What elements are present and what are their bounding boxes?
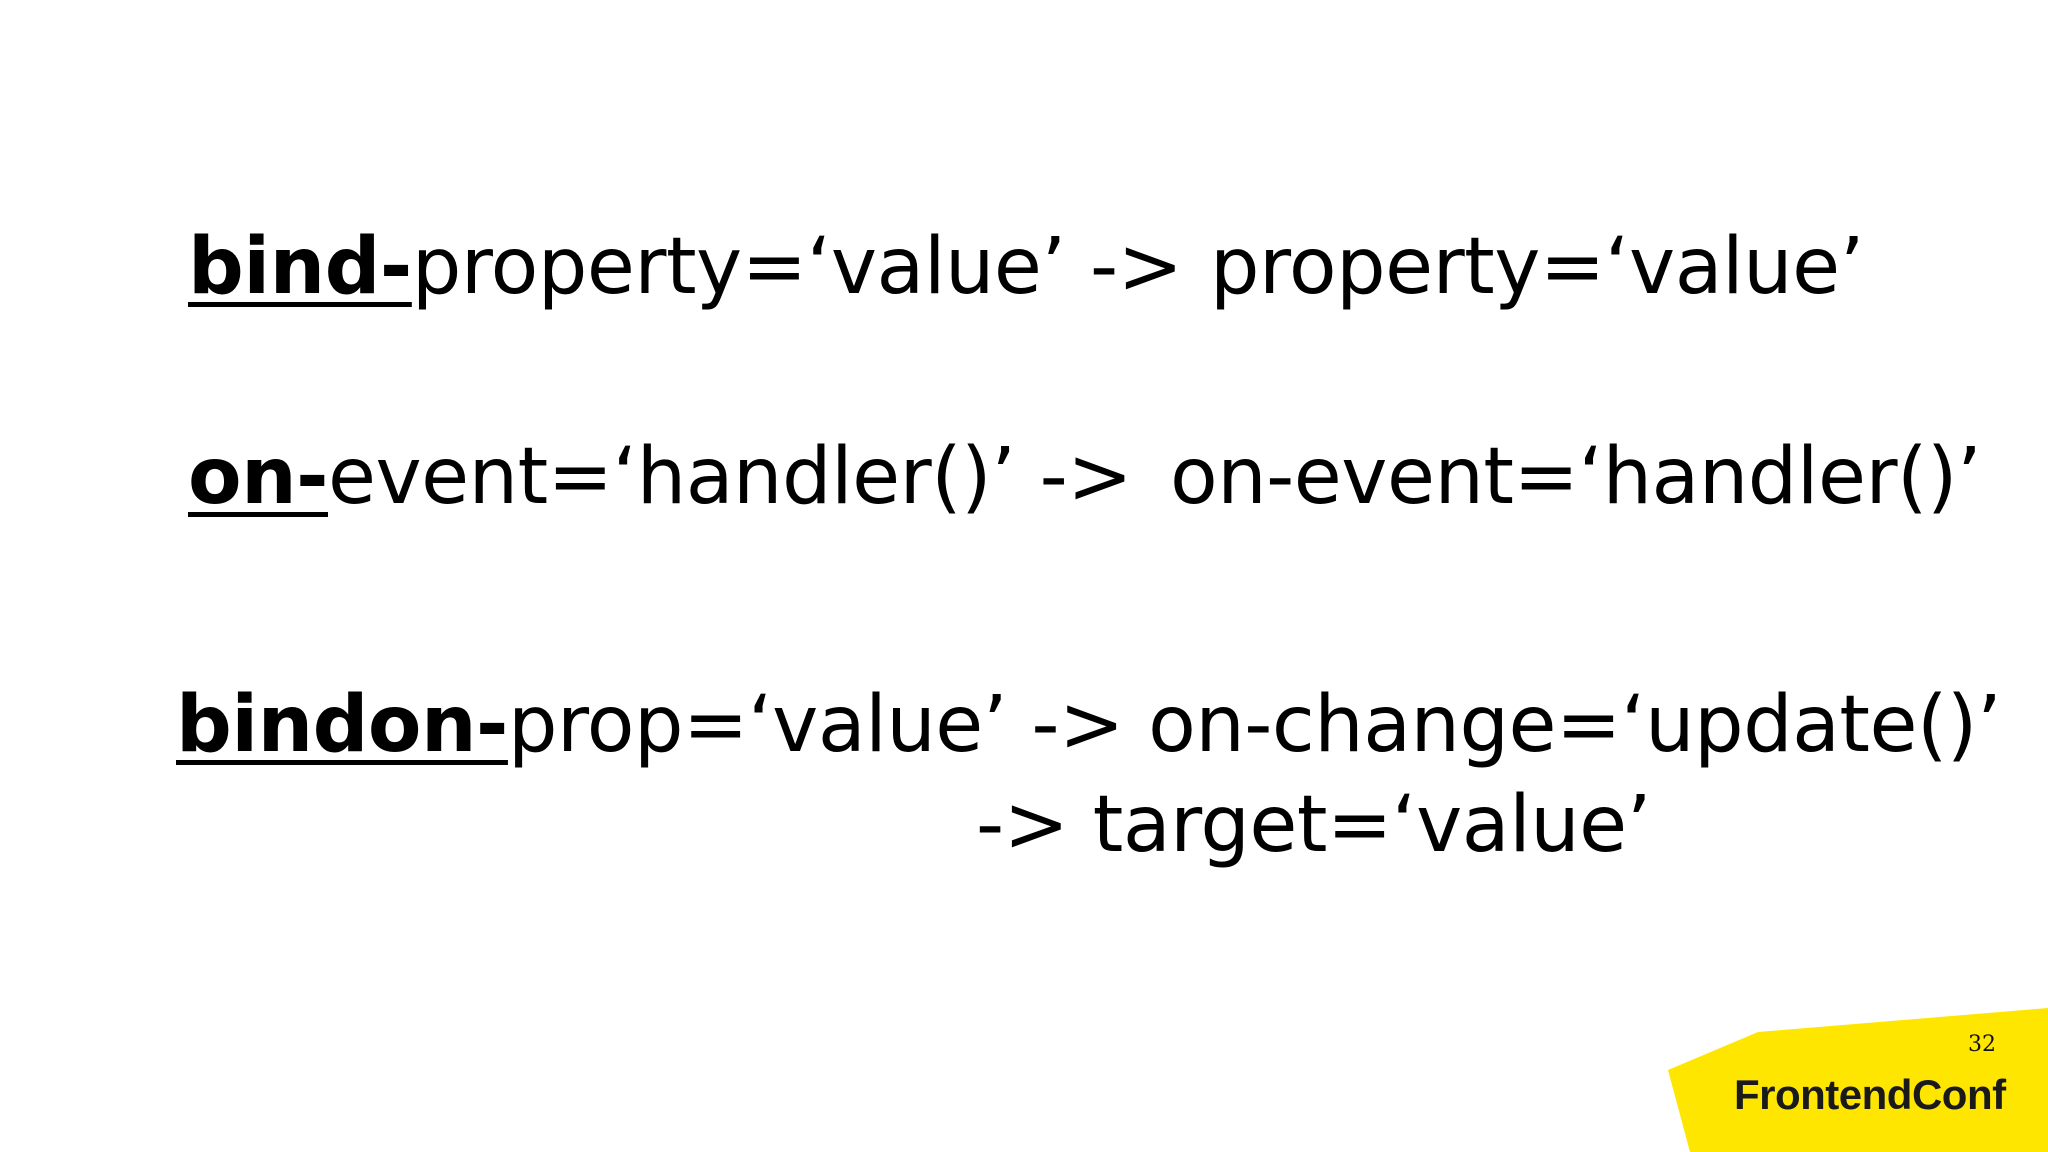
bindon-keyword: bindon- bbox=[176, 680, 508, 770]
page-number: 32 bbox=[1968, 1032, 1996, 1057]
bind-expression: property=‘value’ -> bbox=[411, 222, 1183, 312]
bindon-continuation: -> target=‘value’ bbox=[976, 780, 1651, 870]
bind-syntax-line: bind-property=‘value’ -> bbox=[188, 228, 1183, 306]
brand-logo: FrontendConf bbox=[1734, 1071, 2006, 1118]
bind-result: property=‘value’ bbox=[1210, 222, 1864, 312]
on-result: on-event=‘handler()’ bbox=[1170, 432, 1982, 522]
bindon-syntax-line: bindon-prop=‘value’ -> on-change=‘update… bbox=[176, 686, 2002, 764]
on-expression: event=‘handler()’ -> bbox=[328, 432, 1133, 522]
on-syntax-line: on-event=‘handler()’ -> bbox=[188, 438, 1133, 516]
on-keyword: on- bbox=[188, 432, 329, 522]
bindon-expression: prop=‘value’ -> on-change=‘update()’ bbox=[507, 680, 2002, 770]
bind-keyword: bind- bbox=[188, 222, 412, 312]
